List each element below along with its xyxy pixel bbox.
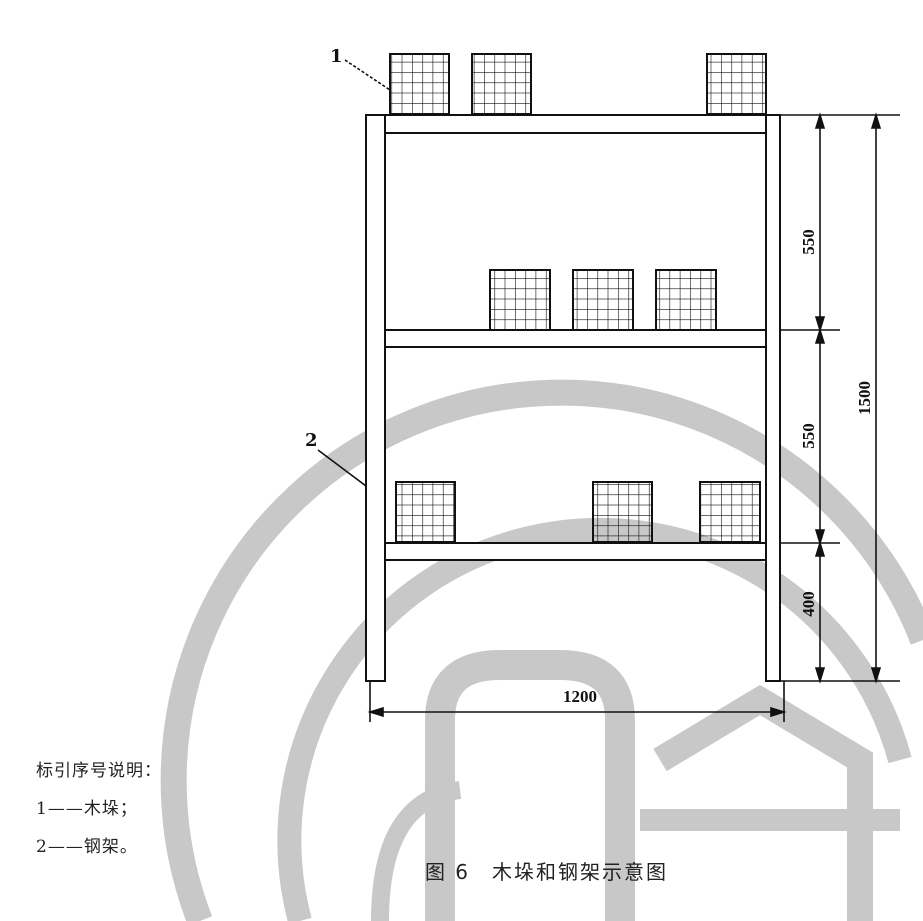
wood-crib: [699, 481, 761, 543]
wood-crib: [706, 53, 767, 115]
wood-crib: [489, 269, 551, 331]
top-shelf: [384, 114, 767, 134]
dimension-lines: [367, 112, 900, 722]
lower-shelf: [384, 542, 767, 561]
dim-1500: 1500: [855, 381, 874, 415]
watermark-logo: [160, 379, 923, 921]
dim-400: 400: [799, 591, 818, 617]
dimension-labels: 550 550 400 1500 1200: [563, 229, 874, 706]
wood-crib: [389, 53, 450, 115]
left-post: [365, 114, 386, 682]
right-post: [765, 114, 781, 682]
wood-crib: [395, 481, 456, 543]
wood-crib: [655, 269, 717, 331]
wood-crib: [592, 481, 653, 543]
steel-frame: [365, 114, 781, 682]
legend-item-1: 1——木垛；: [36, 799, 138, 819]
callout-1-label: 1: [330, 46, 343, 67]
callout-2-label: 2: [305, 430, 318, 451]
legend-title: 标引序号说明：: [36, 761, 162, 781]
dim-550-middle: 550: [799, 423, 818, 449]
wood-crib: [572, 269, 634, 331]
wood-cribs: [389, 53, 767, 543]
dim-550-top: 550: [799, 229, 818, 255]
figure-caption: 图 6 木垛和钢架示意图: [0, 856, 923, 885]
wood-crib: [471, 53, 532, 115]
middle-shelf: [384, 329, 767, 348]
legend-item-2: 2——钢架。: [36, 837, 138, 857]
dim-1200: 1200: [563, 687, 597, 706]
figure-caption-text: 图 6 木垛和钢架示意图: [424, 860, 669, 884]
callout-leaders: [317, 59, 391, 487]
